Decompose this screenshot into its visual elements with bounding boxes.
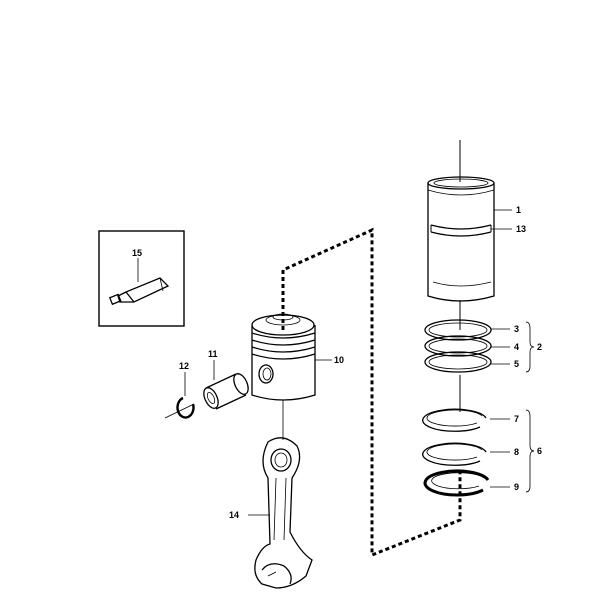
callout-15: 15 bbox=[132, 248, 142, 258]
callout-2: 2 bbox=[537, 342, 542, 352]
callout-4: 4 bbox=[514, 342, 519, 352]
callout-labels: 1 13 3 4 5 2 7 8 9 6 10 11 12 14 15 bbox=[132, 205, 542, 520]
callout-8: 8 bbox=[514, 447, 519, 457]
piston-pin bbox=[203, 360, 249, 410]
piston-ring-set-upper bbox=[424, 319, 492, 373]
callout-11: 11 bbox=[208, 349, 218, 359]
callout-14: 14 bbox=[229, 510, 239, 520]
sealant-box bbox=[98, 230, 185, 327]
callout-10: 10 bbox=[334, 355, 344, 365]
assembly-guide-line bbox=[281, 140, 462, 558]
sealant-tube-icon bbox=[108, 277, 170, 306]
callout-3: 3 bbox=[514, 324, 519, 334]
cylinder-liner bbox=[427, 176, 495, 302]
piston-ring-set-lower bbox=[422, 408, 490, 497]
piston bbox=[251, 313, 316, 401]
callout-7: 7 bbox=[514, 414, 519, 424]
leader-lines-right bbox=[490, 209, 535, 493]
callout-1: 1 bbox=[516, 205, 521, 215]
callout-9: 9 bbox=[514, 482, 519, 492]
callout-12: 12 bbox=[179, 361, 189, 371]
callout-5: 5 bbox=[514, 359, 519, 369]
connecting-rod bbox=[248, 400, 313, 589]
circlip bbox=[164, 372, 195, 419]
callout-6: 6 bbox=[537, 446, 542, 456]
callout-13: 13 bbox=[516, 224, 526, 234]
